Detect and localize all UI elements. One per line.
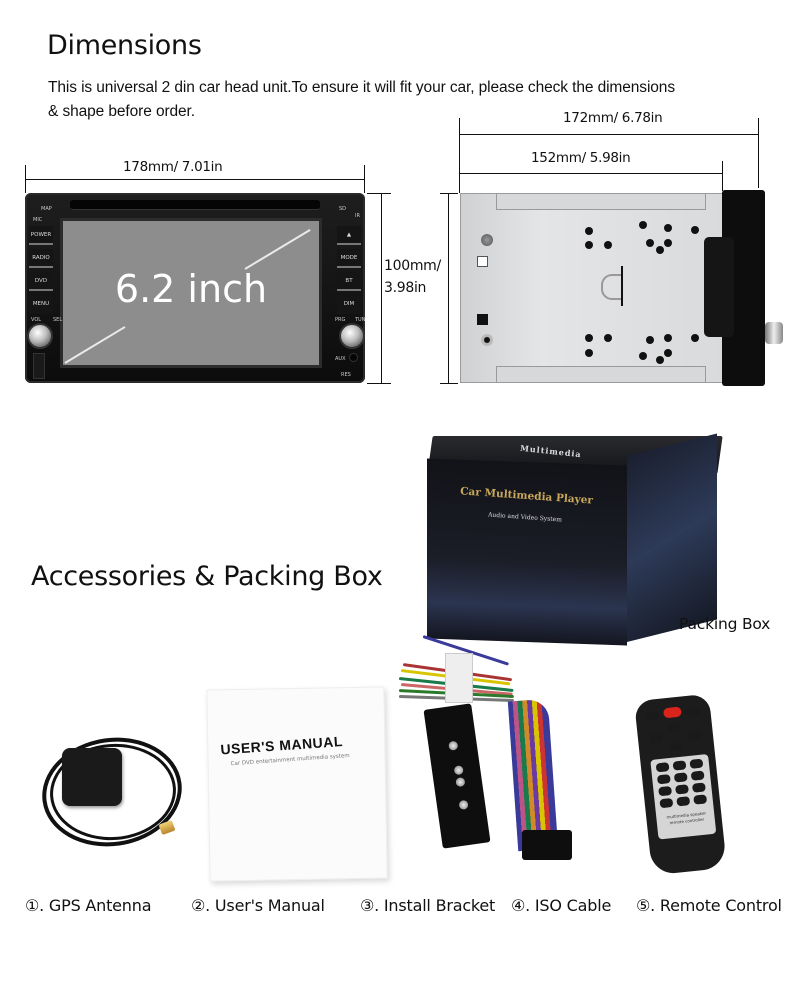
height-line-right — [448, 193, 449, 383]
item-label-gps-antenna: ①. GPS Antenna — [25, 896, 152, 915]
item-label-install-bracket: ③. Install Bracket — [360, 896, 496, 915]
tun-label: TUN — [355, 317, 366, 323]
dimension-tick — [440, 383, 458, 384]
menu-button: MENU — [29, 295, 53, 314]
packing-box-label: Packing Box — [679, 615, 771, 633]
screen-size-label: 6.2 inch — [114, 267, 268, 311]
total-depth-label: 172mm/ 6.78in — [563, 110, 663, 126]
front-width-label: 178mm/ 7.01in — [123, 159, 223, 175]
head-unit-front-image: 6.2 inch MAP MIC POWER RADIO DVD MENU VO… — [25, 193, 365, 383]
volume-knob — [27, 323, 53, 349]
prg-label: PRG — [335, 317, 346, 323]
dimensions-title: Dimensions — [47, 30, 202, 61]
ir-label: IR — [355, 213, 360, 219]
dimension-tick — [459, 118, 460, 193]
sd-label: SD — [339, 206, 347, 212]
users-manual-image: USER'S MANUAL Car DVD entertainment mult… — [206, 686, 388, 882]
power-button: POWER — [29, 226, 53, 245]
chassis-depth-line — [459, 173, 723, 174]
bottom-rail — [496, 366, 706, 382]
head-unit-side-image — [460, 193, 730, 383]
accessories-title: Accessories & Packing Box — [31, 561, 383, 592]
eject-button: ▲ — [337, 226, 361, 245]
radio-button: RADIO — [29, 249, 53, 268]
aux-jack — [349, 353, 358, 362]
mic-label: MIC — [33, 217, 43, 223]
screen: 6.2 inch — [60, 218, 322, 368]
map-label: MAP — [41, 206, 52, 212]
aux-label: AUX — [335, 356, 346, 362]
gps-puck — [62, 748, 122, 806]
wire-bundle — [507, 698, 559, 852]
dimension-tick — [722, 161, 723, 191]
tune-knob — [339, 323, 365, 349]
sel-label: SEL — [53, 317, 63, 323]
total-depth-line — [459, 134, 759, 135]
height-label-in: 3.98in — [384, 280, 427, 296]
front-width-line — [25, 179, 365, 180]
box-side — [627, 433, 717, 642]
mode-button: MODE — [337, 249, 361, 268]
item-label-remote-control: ⑤. Remote Control — [636, 896, 782, 915]
iso-connector-white — [445, 653, 473, 703]
remote-print: multimedia speaker remote controller — [666, 810, 707, 826]
height-line-left — [381, 193, 382, 383]
remote-control-image: multimedia speaker remote controller — [634, 693, 727, 876]
side-bracket — [704, 237, 734, 337]
dvd-button: DVD — [29, 272, 53, 291]
disc-slot — [70, 200, 320, 210]
height-label-mm: 100mm/ — [384, 258, 441, 274]
item-label-iso-cable: ④. ISO Cable — [511, 896, 612, 915]
iso-cable-image — [395, 625, 565, 865]
diagonal-line — [244, 228, 311, 270]
intro-text-line-1: This is universal 2 din car head unit.To… — [48, 79, 675, 96]
diagonal-line — [64, 326, 126, 364]
intro-text-line-2: & shape before order. — [48, 103, 195, 120]
iso-plug — [522, 830, 572, 860]
dimension-tick — [758, 118, 759, 188]
dimension-tick — [367, 383, 391, 384]
usb-cover — [33, 353, 45, 379]
dim-button: DIM — [337, 295, 361, 314]
top-rail — [496, 194, 706, 210]
side-knob — [765, 322, 783, 344]
bt-button: BT — [337, 272, 361, 291]
remote-keypad: multimedia speaker remote controller — [650, 753, 717, 840]
chassis-depth-label: 152mm/ 5.98in — [531, 150, 631, 166]
remote-power-key — [662, 706, 682, 719]
dimension-tick — [367, 193, 391, 194]
dimension-tick — [440, 193, 458, 194]
res-label: RES — [341, 372, 351, 378]
item-label-users-manual: ②. User's Manual — [191, 896, 325, 915]
packing-box-image — [427, 458, 627, 646]
vol-label: VOL — [31, 317, 42, 323]
